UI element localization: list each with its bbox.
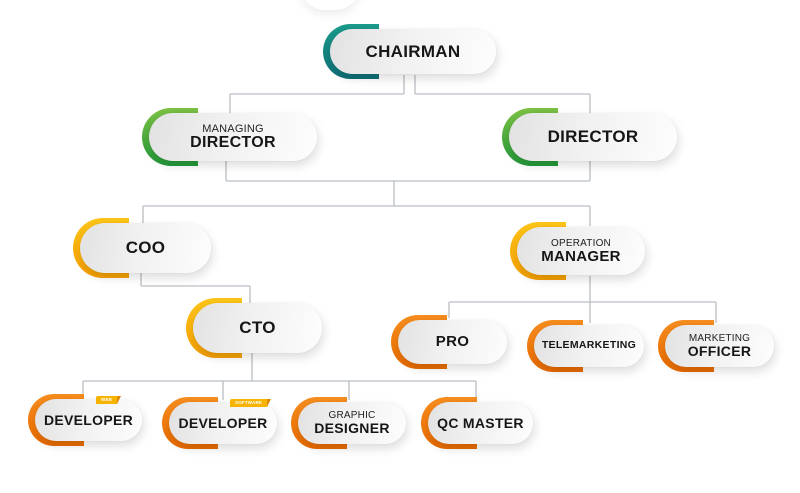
node-pill: QC MASTER [428,402,533,444]
node-pill: MARKETING OFFICER [665,325,774,367]
node-web-developer[interactable]: DEVELOPER WEB [28,394,142,446]
node-coo[interactable]: COO [73,218,211,278]
node-pill: OPERATION MANAGER [517,227,645,275]
node-title: DESIGNER [314,420,390,437]
node-subtitle: GRAPHIC [328,410,376,422]
node-title: DEVELOPER [178,414,268,431]
node-pill: DIRECTOR [509,113,677,161]
node-title: DIRECTOR [547,127,639,147]
node-title: DEVELOPER [43,411,134,428]
node-pro[interactable]: PRO [391,315,507,369]
node-title: CTO [239,318,276,338]
node-pill: GRAPHIC DESIGNER [298,402,406,444]
node-title: OFFICER [687,343,752,360]
node-title: QC MASTER [437,414,524,431]
node-graphic-designer[interactable]: GRAPHIC DESIGNER [291,397,406,449]
node-managing-director[interactable]: MANAGING DIRECTOR [142,108,317,166]
node-qc-master[interactable]: QC MASTER [421,397,533,449]
node-title: CHAIRMAN [365,41,461,61]
node-subtitle: OPERATION [551,237,611,249]
node-title: DIRECTOR [190,133,276,151]
node-software-developer[interactable]: DEVELOPER SOFTWARE [162,397,277,449]
node-pill: TELEMARKETING [534,325,644,367]
node-pill: PRO [398,320,507,364]
tag-web: WEB [96,396,122,404]
node-subtitle: MANAGING [202,122,264,135]
node-pill: CTO [193,303,322,353]
node-cto[interactable]: CTO [186,298,322,358]
node-pill: CHAIRMAN [330,29,496,74]
node-title: MANAGER [541,247,621,265]
node-pill: DEVELOPER [169,402,277,444]
node-marketing-officer[interactable]: MARKETING OFFICER [658,320,774,372]
node-title: PRO [435,333,470,351]
node-pill: COO [80,223,211,273]
tag-software: SOFTWARE [230,399,272,407]
node-operation-manager[interactable]: OPERATION MANAGER [510,222,645,280]
node-director[interactable]: DIRECTOR [502,108,677,166]
node-telemarketing[interactable]: TELEMARKETING [527,320,644,372]
node-pill: DEVELOPER [35,399,142,441]
node-chairman[interactable]: CHAIRMAN [323,24,496,79]
node-title: TELEMARKETING [541,339,637,352]
node-title: COO [125,238,166,258]
node-subtitle: MARKETING [688,333,751,345]
node-pill: MANAGING DIRECTOR [149,113,317,161]
